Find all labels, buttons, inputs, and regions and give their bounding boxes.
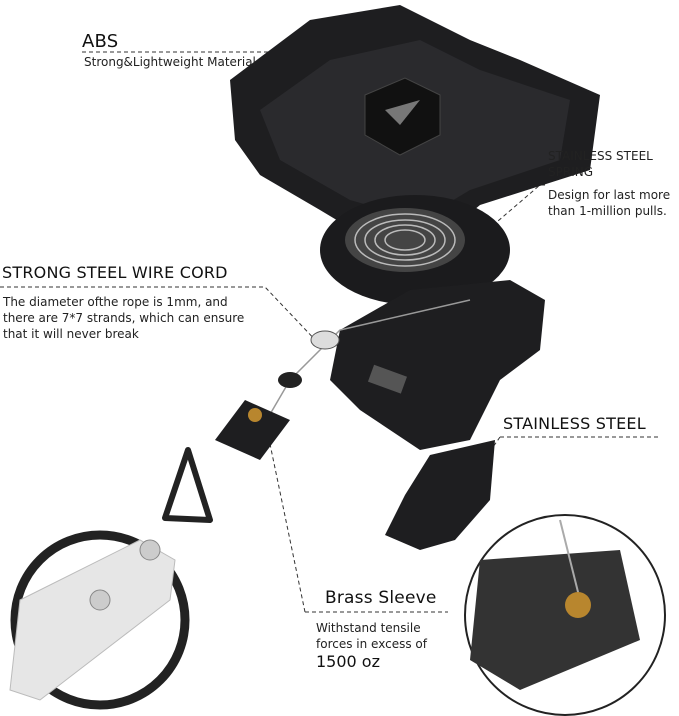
spring-title-1: STAINLESS STEEL	[548, 149, 653, 163]
grommet	[89, 589, 111, 611]
wire-cord-description-1: The diameter ofthe rope is 1mm, and	[3, 295, 228, 309]
stainless-steel-title: STAINLESS STEEL	[503, 414, 646, 433]
wire-cord-description-3: that it will never break	[3, 327, 139, 341]
brass-sleeve-description-3: 1500 oz	[316, 652, 380, 671]
stainless-steel-clip	[385, 440, 495, 550]
stopper	[278, 372, 302, 388]
abs-description: Strong&Lightweight Material	[84, 55, 256, 69]
wire-cord-title: STRONG STEEL WIRE CORD	[2, 263, 228, 282]
abs-cap	[230, 5, 600, 255]
spring-description-2: than 1-million pulls.	[548, 204, 667, 218]
abs-title: ABS	[82, 31, 119, 52]
brass-sleeve-title: Brass Sleeve	[325, 588, 437, 608]
brass-sleeve-part	[248, 408, 262, 422]
steel-wire	[254, 299, 471, 441]
grommet	[139, 539, 161, 561]
reflective-strap	[9, 539, 176, 701]
brass-sleeve-description-1: Withstand tensile	[316, 621, 421, 635]
spring-housing	[320, 195, 510, 305]
key-ring	[10, 530, 190, 710]
wire-cord-description-2: there are 7*7 strands, which can ensure	[3, 311, 245, 325]
spring-title-2: SPRING	[548, 165, 594, 179]
carabiner	[162, 447, 213, 523]
brass-sleeve-description-2: forces in excess of	[316, 637, 427, 651]
base-housing	[330, 280, 545, 450]
brass-sleeve-detail	[464, 514, 666, 716]
wire-clip	[215, 400, 290, 460]
spring-description-1: Design for last more	[548, 188, 671, 202]
washer	[310, 330, 340, 350]
